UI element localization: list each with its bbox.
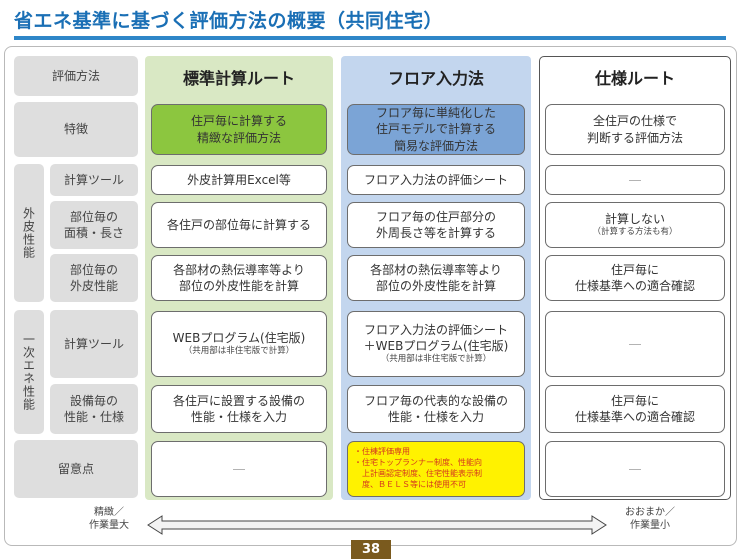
standard-area-cell: 各住戸の部位毎に計算する <box>151 202 327 248</box>
floor-equipment-text: フロア毎の代表的な設備の 性能・仕様を入力 <box>363 393 508 424</box>
standard-feature-cell: 住戸毎に計算する 精緻な評価方法 <box>151 104 327 155</box>
floor-input-header: フロア入力法 <box>387 69 484 88</box>
spec-notes-cell: ― <box>545 441 725 497</box>
spec-area-note: （計算する方法も有） <box>592 227 678 238</box>
floor-feature-cell: フロア毎に単純化した 住戸モデルで計算する 簡易な評価方法 <box>347 104 525 155</box>
spec-feature-text: 全住戸の仕様で 判断する評価方法 <box>586 114 683 145</box>
title-underline <box>14 36 726 40</box>
spec-calc-tool2-cell: ― <box>545 311 725 377</box>
floor-calc-tool-text: フロア入力法の評価シート <box>363 172 508 187</box>
label-area-length: 部位毎の 面積・長さ <box>50 201 138 249</box>
spec-equipment-text: 住戸毎に 仕様基準への適合確認 <box>574 393 695 424</box>
arrow-right-label: おおまか／ 作業量小 <box>625 507 675 531</box>
floor-feature-text: フロア毎に単純化した 住戸モデルで計算する 簡易な評価方法 <box>375 106 496 153</box>
double-arrow-icon <box>147 515 607 535</box>
spec-equipment-cell: 住戸毎に 仕様基準への適合確認 <box>545 385 725 433</box>
label-envelope-group: 外皮性能 <box>14 164 44 302</box>
standard-calc-tool2-note: （共用部は非住宅版で計算） <box>183 346 295 357</box>
spec-part-cell: 住戸毎に 仕様基準への適合確認 <box>545 255 725 301</box>
label-notes: 留意点 <box>14 440 138 498</box>
standard-calc-tool2-cell: WEBプログラム(住宅版)（共用部は非住宅版で計算） <box>151 311 327 377</box>
page-number: 38 <box>351 540 391 559</box>
floor-area-cell: フロア毎の住戸部分の 外周長さ等を計算する <box>347 202 525 248</box>
standard-part-text: 各部材の熱伝導率等より 部位の外皮性能を計算 <box>173 262 305 293</box>
floor-area-text: フロア毎の住戸部分の 外周長さ等を計算する <box>375 209 496 240</box>
spec-area-cell: 計算しない（計算する方法も有） <box>545 202 725 248</box>
label-equipment: 設備毎の 性能・仕様 <box>50 384 138 434</box>
floor-calc-tool-cell: フロア入力法の評価シート <box>347 165 525 195</box>
spec-area-text: 計算しない <box>604 212 665 227</box>
spec-route-header: 仕様ルート <box>594 69 675 88</box>
page-title: 省エネ基準に基づく評価方法の概要（共同住宅） <box>14 10 444 32</box>
label-calc-tool: 計算ツール <box>50 164 138 196</box>
standard-equipment-cell: 各住戸に設置する設備の 性能・仕様を入力 <box>151 385 327 433</box>
standard-equipment-text: 各住戸に設置する設備の 性能・仕様を入力 <box>172 393 305 424</box>
floor-part-cell: 各部材の熱伝導率等より 部位の外皮性能を計算 <box>347 255 525 301</box>
spec-notes-text: ― <box>629 461 641 476</box>
label-calc-tool2: 計算ツール <box>50 310 138 378</box>
label-part-performance: 部位毎の 外皮性能 <box>50 254 138 302</box>
spec-calc-tool-cell: ― <box>545 165 725 195</box>
spec-feature-cell: 全住戸の仕様で 判断する評価方法 <box>545 104 725 155</box>
standard-calc-tool-cell: 外皮計算用Excel等 <box>151 165 327 195</box>
floor-calc-tool2-note: （共用部は非住宅版で計算） <box>380 354 492 365</box>
spec-part-text: 住戸毎に 仕様基準への適合確認 <box>574 262 695 293</box>
standard-notes-cell: ― <box>151 441 327 497</box>
spec-calc-tool2-text: ― <box>629 336 641 351</box>
floor-notes-cell: ・住棟評価専用 ・住宅トップランナー制度、性能向 上計画認定制度、住宅性能表示制… <box>347 441 525 497</box>
floor-equipment-cell: フロア毎の代表的な設備の 性能・仕様を入力 <box>347 385 525 433</box>
standard-calc-tool2-text: WEBプログラム(住宅版) <box>172 331 306 346</box>
arrow-left-label: 精緻／ 作業量大 <box>89 507 129 531</box>
floor-notes-text: ・住棟評価専用 ・住宅トップランナー制度、性能向 上計画認定制度、住宅性能表示制… <box>354 447 482 489</box>
standard-feature-text: 住戸毎に計算する 精緻な評価方法 <box>190 114 287 145</box>
label-method: 評価方法 <box>14 56 138 96</box>
floor-calc-tool2-text: フロア入力法の評価シート ＋WEBプログラム(住宅版) <box>363 323 509 354</box>
standard-calc-tool-text: 外皮計算用Excel等 <box>187 172 291 187</box>
label-energy-group: 一次エネ性能 <box>14 310 44 434</box>
floor-part-text: 各部材の熱伝導率等より 部位の外皮性能を計算 <box>370 262 502 293</box>
standard-notes-text: ― <box>233 461 245 476</box>
floor-calc-tool2-cell: フロア入力法の評価シート ＋WEBプログラム(住宅版)（共用部は非住宅版で計算） <box>347 311 525 377</box>
label-feature: 特徴 <box>14 102 138 157</box>
spec-calc-tool-text: ― <box>629 172 641 187</box>
standard-part-cell: 各部材の熱伝導率等より 部位の外皮性能を計算 <box>151 255 327 301</box>
standard-area-text: 各住戸の部位毎に計算する <box>166 217 311 232</box>
standard-route-header: 標準計算ルート <box>182 69 295 88</box>
